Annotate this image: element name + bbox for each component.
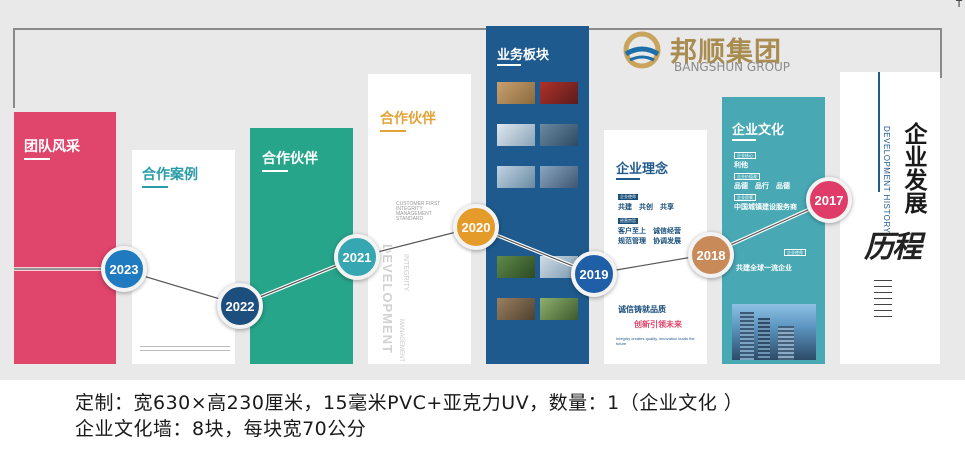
vertical-management-word: MANAGEMENT [398,319,404,363]
business-photo [540,124,578,146]
accent-bar [878,72,880,192]
panel-history: DEVELOPMENT HISTORY 企业发展 历程 [840,72,940,364]
english-values-text: CUSTOMER FIRST INTEGRITY MANAGEMENT STAN… [396,201,441,222]
business-photo [540,82,578,104]
panel-title: 合作伙伴 [262,151,318,167]
title-underline [732,139,756,141]
culture-item-label: 企业核心 [734,152,756,159]
business-photo [497,124,535,146]
timeline-year-2018: 2018 [688,232,734,278]
building-photo [732,304,816,360]
panel-cases: 合作案例 [132,150,235,364]
culture-item-text: 利他 [734,161,748,169]
mission-label: 企业使命 [784,249,806,256]
panel-title: 企业文化 [732,123,785,138]
history-subtitle: 历程 [864,230,922,265]
panel-business: 业务板块 [486,26,589,364]
decorative-dashes [874,280,892,320]
brand-name-en: BANGSHUN GROUP [674,60,791,74]
history-english: DEVELOPMENT HISTORY [882,126,891,234]
panel-title: 业务板块 [497,48,550,63]
title-underline [24,158,50,160]
culture-item-label: 企业愿景 [734,194,756,201]
panel-title: 企业理念 [616,162,669,177]
business-photo [540,166,578,188]
business-photo [540,256,578,278]
decorative-fine-print [140,346,230,354]
timeline-year-2022: 2022 [217,283,263,329]
brand-name-cn: 邦顺集团 [670,37,782,68]
philosophy-item-text: 客户至上 诚信经营 [618,227,681,235]
business-photo [497,166,535,188]
panel-title: 团队风采 [24,139,80,155]
corner-mark: T [956,0,963,10]
title-underline [262,170,288,172]
culture-item-text: 品德 品行 品德 [734,182,790,190]
timeline-year-2020: 2020 [453,204,499,250]
philosophy-item-text: 规范管理 协调发展 [618,237,681,245]
panel-title: 合作案例 [142,167,198,183]
culture-item-label: 企业价值观 [734,173,760,180]
title-underline [142,186,168,188]
history-title: 企业发展 [900,122,927,214]
wall-outline-right [940,28,942,78]
spec-caption-line2: 企业文化墙：8块，每块宽70公分 [75,418,367,440]
vertical-integrity-word: INTEGRITY [402,254,409,292]
slogan-quality: 诚信铸就品质 [618,305,666,314]
title-underline [380,130,406,132]
business-photo [497,298,535,320]
spec-caption-line1: 定制：宽630×高230厘米，15毫米PVC+亚克力UV，数量：1（企业文化 ） [75,392,744,414]
panel-title: 合作伙伴 [380,111,436,127]
timeline-year-2023: 2023 [101,246,147,292]
culture-item-text: 中国城镇建设服务商 [734,203,797,211]
timeline-year-2021: 2021 [334,234,380,280]
philosophy-item-label: 企业使命 [618,194,638,200]
brand-logo: 邦顺集团 BANGSHUN GROUP [622,30,832,74]
slogan-innovation: 创新引领未来 [634,320,682,329]
wall-outline-top [14,28,942,30]
business-photo [497,256,535,278]
business-photo [540,298,578,320]
timeline-year-2017: 2017 [806,177,852,223]
slogan-english: Integrity creates quality, innovation le… [616,336,695,346]
timeline-year-2019: 2019 [571,251,617,297]
wall-outline-left [13,28,15,108]
panel-team: 团队风采 [14,112,116,364]
philosophy-item-text: 共建 共创 共享 [618,203,674,211]
mission-text: 共建全球一流企业 [736,264,792,272]
brand-logo-icon [623,31,661,69]
title-underline [497,64,521,66]
business-photo [497,82,535,104]
vertical-development-word: DEVELOPMENT [380,244,395,354]
philosophy-item-label: 经营宗旨 [618,218,638,224]
panel-culture: 企业文化 企业核心 利他 企业价值观 品德 品行 品德 企业愿景 中国城镇建设服… [722,97,825,364]
title-underline [616,178,640,180]
